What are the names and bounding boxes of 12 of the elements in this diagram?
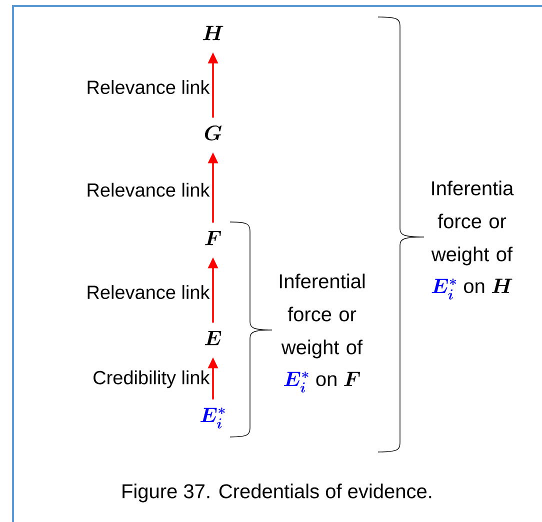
annotation-formula: $E_i^*$ on $H$ [432,278,512,300]
variable-label: $H$ [202,26,224,40]
annotation-formula: $E_i^*$ on $F$ [284,372,360,392]
figure-caption: Figure 37. Credentials of evidence. [122,484,432,502]
edge-label: Relevance link [88,285,210,300]
edge-label: Relevance link [88,80,210,94]
variable-label: $E_i^*$ [200,408,225,428]
edge-label: Relevance link [88,182,210,197]
variable-label: $F$ [205,231,221,246]
variable-label: $G$ [204,126,222,140]
edge-label: Credibility link [94,370,210,388]
variable-label: $E$ [204,331,222,346]
